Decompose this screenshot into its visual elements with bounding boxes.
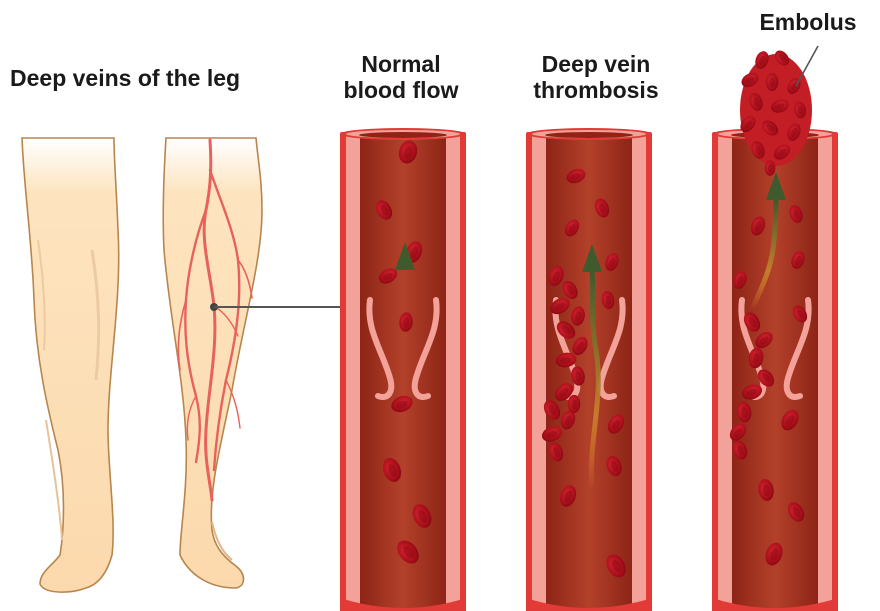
- dvt-label-line2: thrombosis: [512, 78, 680, 104]
- embolus-pointer-line: [796, 46, 818, 86]
- left-leg-illustration: [22, 138, 119, 592]
- right-leg-illustration: [163, 138, 262, 588]
- normal-label-line1: Normal: [326, 52, 476, 78]
- dvt-label-line1: Deep vein: [512, 52, 680, 78]
- dvt-label: Deep vein thrombosis: [512, 52, 680, 104]
- legs-label: Deep veins of the leg: [10, 66, 240, 92]
- dvt-vein-illustration: [526, 128, 652, 611]
- embolus-label: Embolus: [746, 10, 870, 36]
- normal-label-line2: blood flow: [326, 78, 476, 104]
- normal-vein-illustration: [340, 128, 466, 611]
- normal-blood-flow-label: Normal blood flow: [326, 52, 476, 104]
- embolus-vein-illustration: [712, 128, 838, 611]
